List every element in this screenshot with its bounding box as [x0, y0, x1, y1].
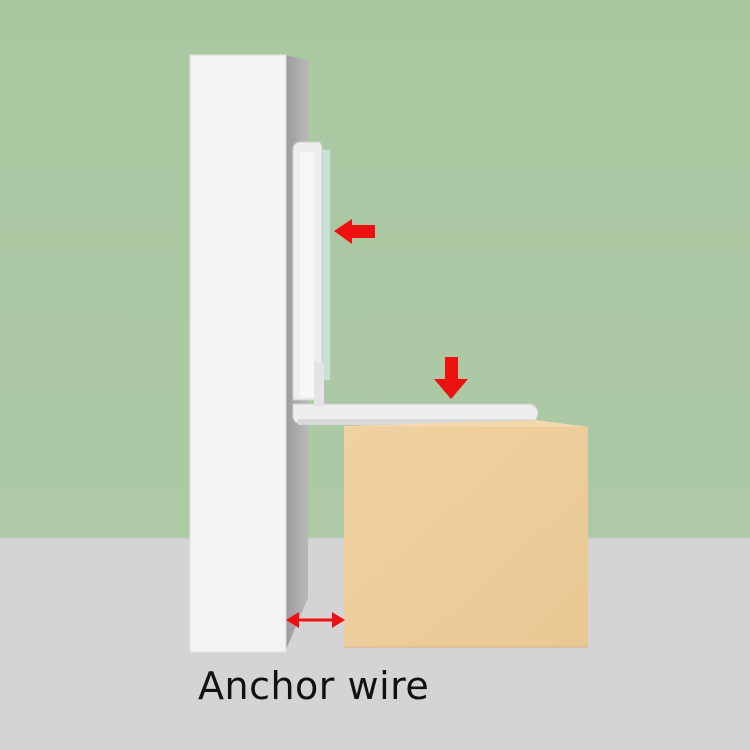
white-board	[189, 54, 308, 653]
arrow-down-icon	[434, 357, 468, 399]
arrow-left-icon	[334, 219, 375, 244]
l-bracket	[292, 141, 539, 425]
furniture-box	[344, 420, 588, 648]
caption-text: Anchor wire	[198, 664, 430, 708]
double-arrow-icon	[286, 612, 345, 628]
